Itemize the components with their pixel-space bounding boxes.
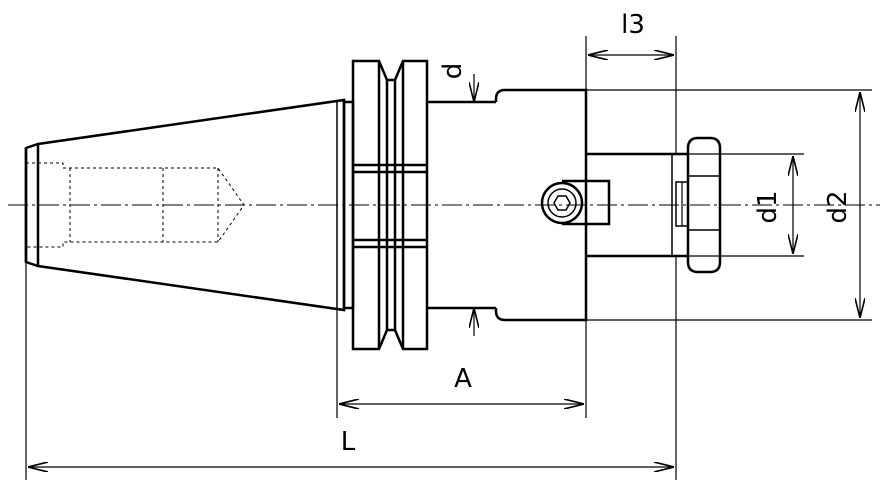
label-d2: d2: [823, 190, 853, 223]
internal-bore-hidden: [26, 162, 245, 248]
neck: [427, 100, 496, 310]
bore-section: [586, 152, 688, 258]
extension-lines: [25, 36, 872, 480]
clamping-screw: [540, 179, 611, 226]
label-A: A: [454, 364, 472, 394]
nut: [675, 136, 722, 274]
label-L: L: [341, 427, 356, 457]
label-l3: l3: [621, 10, 645, 40]
label-d1: d1: [753, 190, 783, 223]
flange: [342, 59, 429, 351]
dimension-lines: [28, 55, 860, 467]
label-d: d: [438, 63, 468, 80]
holder-body: [494, 88, 588, 322]
